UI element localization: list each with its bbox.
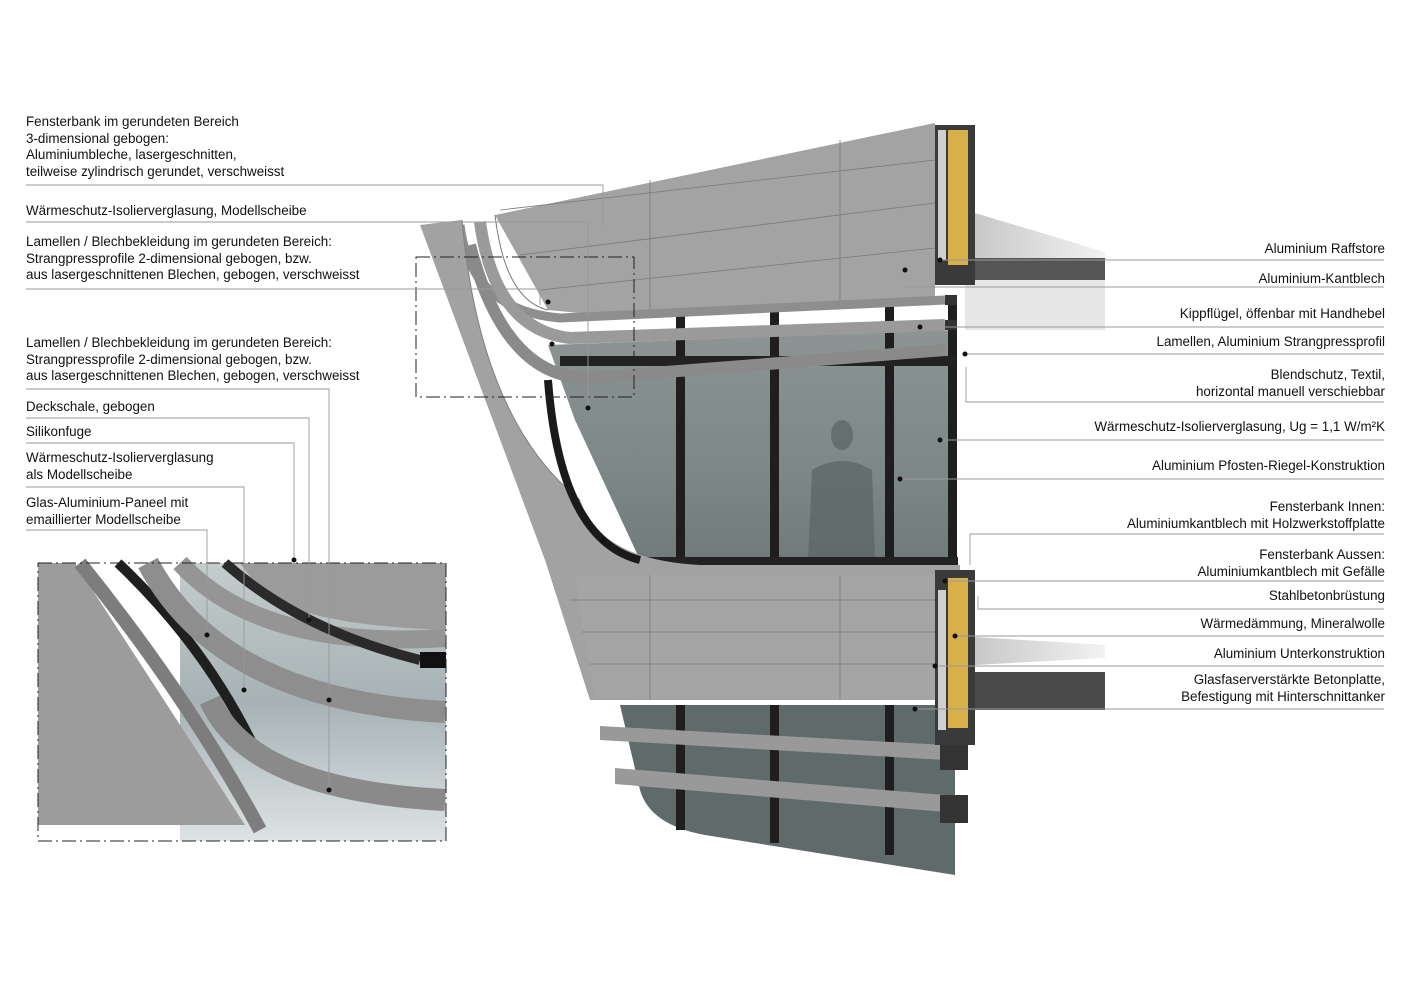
leader-lines-right: [900, 259, 1384, 710]
label-lamellen-2: Lamellen / Blechbekleidung im gerundeten…: [26, 335, 360, 384]
label-kantblech: Aluminium-Kantblech: [1258, 271, 1385, 286]
label-pfosten-riegel: Aluminium Pfosten-Riegel-Konstruktion: [1152, 458, 1385, 473]
interior-slab-bottom: [975, 637, 1105, 665]
label-lamellen-1: Lamellen / Blechbekleidung im gerundeten…: [26, 234, 360, 283]
slab-edge-top: [965, 258, 1105, 280]
label-waermeschutz-modellscheibe: Wärmeschutz-Isolierverglasung, Modellsch…: [26, 203, 307, 218]
label-betonplatte: Glasfaserverstärkte Betonplatte,Befestig…: [1181, 672, 1385, 704]
label-unterkonstruktion: Aluminium Unterkonstruktion: [1213, 646, 1385, 661]
insulation-bottom: [948, 578, 968, 728]
interior-slab-top: [975, 213, 1105, 262]
leader-lines-left: [26, 184, 604, 790]
label-isolierverglasung-ug: Wärmeschutz-Isolierverglasung, Ug = 1,1 …: [1094, 419, 1385, 434]
label-deckschale: Deckschale, gebogen: [26, 399, 155, 414]
detail-marker: [415, 256, 635, 398]
label-blendschutz: Blendschutz, Textil,horizontal manuell v…: [1195, 367, 1385, 399]
label-stahlbeton: Stahlbetonbrüstung: [1268, 588, 1385, 603]
label-raffstore: Aluminium Raffstore: [1264, 241, 1385, 256]
lower-joints: [570, 575, 960, 700]
slab-edge-bottom: [975, 672, 1105, 710]
label-waermedaemmung: Wärmedämmung, Mineralwolle: [1200, 616, 1385, 631]
label-kippfluegel: Kippflügel, öffenbar mit Handhebel: [1179, 306, 1385, 321]
person-silhouette: [808, 420, 875, 560]
upper-cladding: [495, 123, 935, 315]
lower-mullions: [676, 705, 894, 855]
lower-lamellas: [600, 726, 945, 812]
mullions: [676, 300, 957, 572]
detail-inset: [37, 556, 447, 842]
leader-dots: [204, 257, 968, 793]
upper-joints: [499, 140, 936, 310]
label-fensterbank-innen: Fensterbank Innen:Aluminiumkantblech mit…: [1127, 499, 1385, 531]
lower-cladding: [575, 575, 960, 700]
label-silikonfuge: Silikonfuge: [26, 424, 92, 439]
transom-bottom: [640, 557, 958, 565]
insulation-top: [948, 130, 968, 265]
label-lamellen-strangpress: Lamellen, Aluminium Strangpressprofil: [1156, 334, 1386, 349]
main-facade: [420, 123, 1105, 875]
label-fensterbank-aussen: Fensterbank Aussen:Aluminiumkantblech mi…: [1197, 547, 1385, 579]
